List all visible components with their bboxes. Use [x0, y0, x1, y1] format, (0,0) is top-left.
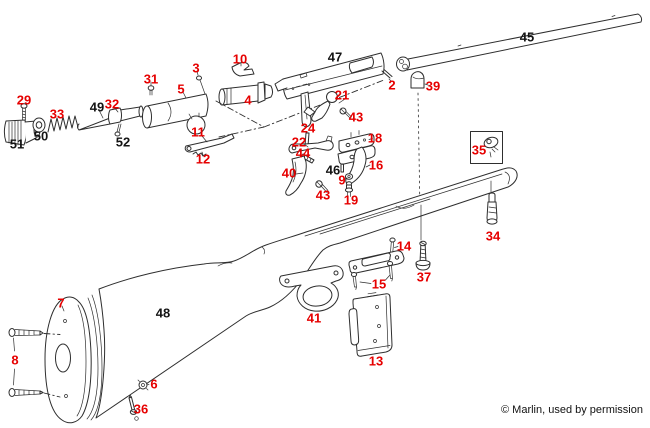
part-label-34-31: 34: [485, 228, 501, 244]
part-label-14-32: 14: [396, 238, 412, 254]
part-14-screw: [389, 237, 399, 253]
part-label-43-28: 43: [315, 187, 331, 203]
part-11-lever: [184, 133, 235, 153]
part-label-4-11: 4: [244, 92, 252, 108]
part-2-pin: [381, 69, 393, 82]
part-label-37-33: 37: [416, 269, 432, 285]
part-52-screw: [114, 123, 122, 137]
part-label-46-26: 46: [325, 162, 341, 178]
part-29-screw: [20, 103, 28, 121]
part-label-8-39: 8: [11, 352, 19, 368]
part-39-bushing: [410, 71, 429, 214]
part-label-44-22: 44: [295, 145, 311, 161]
copyright-notice: © Marlin, used by permission: [501, 404, 643, 416]
part-label-35-30: 35: [471, 142, 487, 158]
part-6-grommet: [137, 379, 150, 391]
part-label-9-27: 9: [338, 172, 346, 188]
part-label-39-16: 39: [425, 78, 441, 94]
part-24-pin: [304, 132, 310, 147]
part-45-barrel: [396, 13, 643, 72]
part-label-2-15: 2: [388, 77, 396, 93]
part-label-3-9: 3: [192, 60, 200, 76]
part-label-6-40: 6: [150, 376, 158, 392]
part-19-screw: [344, 181, 354, 197]
part-label-13-36: 13: [368, 353, 384, 369]
part-32-collar: [108, 106, 122, 125]
part-label-50-2: 50: [33, 128, 49, 144]
part-22-sear: [288, 135, 334, 154]
part-33-spring: [47, 115, 79, 133]
part-46-pin: [340, 163, 344, 173]
part-label-49-4: 49: [89, 99, 105, 115]
part-4-bolt: [218, 81, 273, 106]
part-15-screws: [350, 261, 394, 290]
part-7-butt-pad: [44, 296, 92, 424]
part-label-22-21: 22: [291, 134, 307, 150]
part-label-51-1: 51: [9, 136, 25, 152]
part-43-screw-lower: [315, 180, 329, 193]
part-35-boxed-detail: [470, 131, 503, 164]
part-label-48-37: 48: [155, 305, 171, 321]
part-label-7-38: 7: [57, 295, 65, 311]
part-label-5-8: 5: [177, 81, 185, 97]
butt-spacer-lines: [86, 294, 103, 421]
part-48-stock: [95, 167, 518, 419]
part-50-washer: [32, 117, 46, 133]
part-21-cocking-piece: [303, 91, 346, 122]
part-43-screw-upper: [339, 107, 352, 120]
part-34-screw: [486, 180, 498, 225]
part-41-trigger-guard: [279, 265, 344, 312]
part-label-11-12: 11: [191, 124, 205, 140]
part-36-screw: [128, 395, 139, 421]
part-label-12-13: 12: [195, 151, 211, 167]
part-label-32-5: 32: [104, 96, 120, 112]
part-13-magazine: [348, 292, 393, 357]
part-label-45-17: 45: [519, 29, 535, 45]
part-49-inner-tube: [77, 105, 144, 131]
part-label-10-10: 10: [232, 51, 248, 67]
part-label-43-19: 43: [348, 109, 364, 125]
part-label-16-24: 16: [368, 157, 384, 173]
part-label-40-25: 40: [281, 165, 297, 181]
part-10-extractor-clip: [231, 61, 255, 77]
part-40-trigger: [285, 155, 307, 196]
part-3-screw: [196, 70, 206, 95]
part-label-18-23: 18: [367, 130, 383, 146]
part-5-outer-tube: [142, 91, 209, 135]
part-label-29-0: 29: [16, 92, 32, 108]
part-label-33-3: 33: [49, 106, 65, 122]
part-label-47-14: 47: [327, 49, 343, 65]
part-12-spring: [192, 151, 207, 157]
part-label-21-18: 21: [334, 87, 350, 103]
part-label-31-7: 31: [143, 71, 159, 87]
part-guard-plate: [348, 250, 405, 274]
part-31-screw: [147, 81, 155, 96]
part-37-takedown-screw: [415, 204, 431, 271]
part-label-36-41: 36: [133, 401, 149, 417]
part-label-24-20: 24: [300, 120, 316, 136]
part-label-52-6: 52: [115, 134, 131, 150]
part-label-19-29: 19: [343, 192, 359, 208]
part-8-butt-pad-screws: [8, 328, 61, 398]
part-label-15-34: 15: [371, 276, 387, 292]
part-9-grommet: [344, 173, 354, 180]
part-label-41-35: 41: [306, 310, 322, 326]
